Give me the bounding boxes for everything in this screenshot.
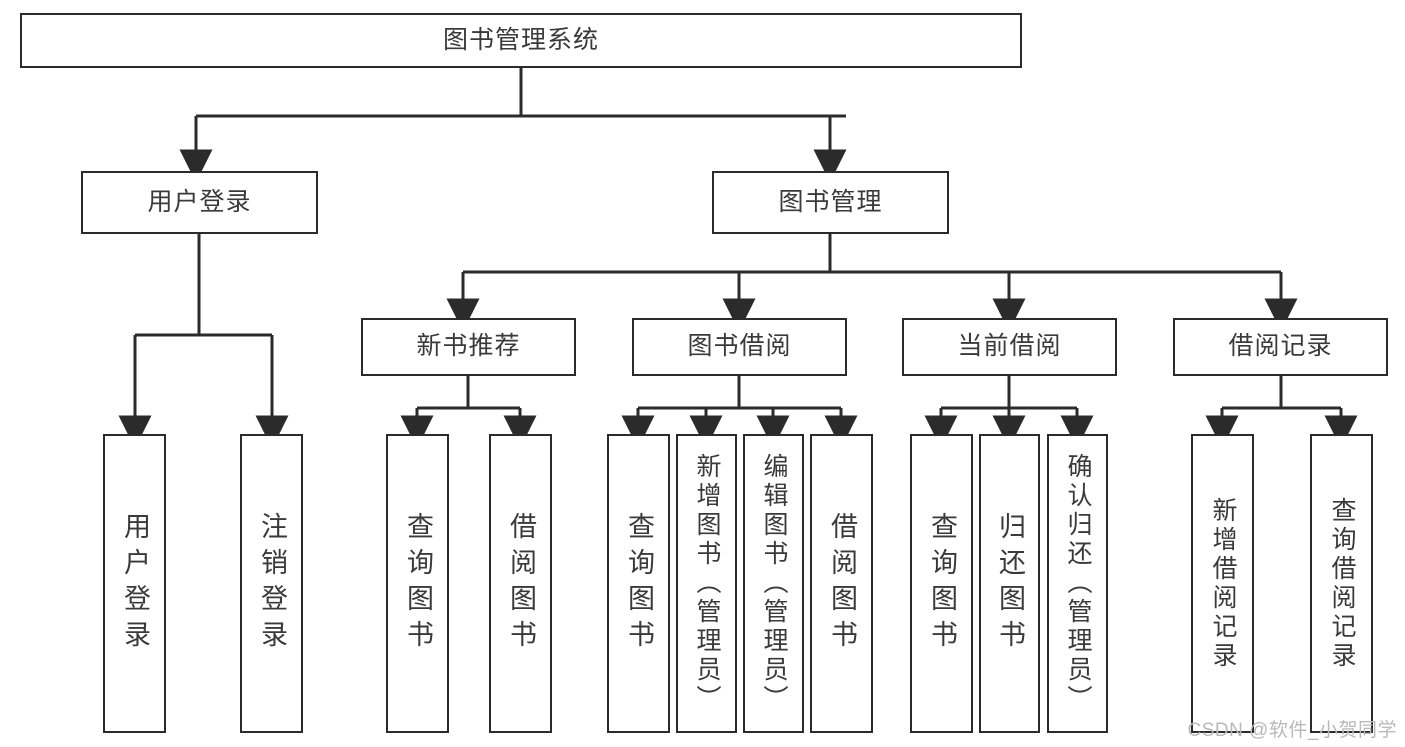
leaf-logout-label: 注销登录 bbox=[257, 511, 287, 656]
leaf-borrow-book-2-label: 借阅图书 bbox=[827, 511, 857, 656]
leaf-query-borrow-record-label: 查询借阅记录 bbox=[1328, 496, 1356, 671]
leaf-add-borrow-record[interactable]: 新增借阅记录 bbox=[1191, 434, 1254, 733]
node-current-borrow-label: 当前借阅 bbox=[957, 332, 1062, 361]
leaf-query-book-2[interactable]: 查询图书 bbox=[607, 434, 670, 733]
leaf-user-login-label: 用户登录 bbox=[120, 511, 150, 656]
leaf-query-book-3-label: 查询图书 bbox=[927, 511, 957, 656]
leaf-add-book-admin-label: 新增图书（管理员） bbox=[693, 453, 721, 714]
leaf-borrow-book-1[interactable]: 借阅图书 bbox=[489, 434, 552, 733]
leaf-confirm-return-admin[interactable]: 确认归还（管理员） bbox=[1047, 434, 1108, 733]
node-new-book-recommend[interactable]: 新书推荐 bbox=[361, 318, 576, 376]
csdn-watermark: CSDN @软件_小贺同学 bbox=[1187, 720, 1397, 741]
leaf-return-book[interactable]: 归还图书 bbox=[979, 434, 1040, 733]
leaf-query-book-3[interactable]: 查询图书 bbox=[910, 434, 973, 733]
node-borrow-record-label: 借阅记录 bbox=[1228, 332, 1333, 361]
leaf-edit-book-admin[interactable]: 编辑图书（管理员） bbox=[743, 434, 804, 733]
node-new-book-recommend-label: 新书推荐 bbox=[416, 332, 521, 361]
leaf-borrow-book-1-label: 借阅图书 bbox=[506, 511, 536, 656]
leaf-query-borrow-record[interactable]: 查询借阅记录 bbox=[1310, 434, 1373, 733]
leaf-user-login[interactable]: 用户登录 bbox=[103, 434, 166, 733]
node-current-borrow[interactable]: 当前借阅 bbox=[902, 318, 1117, 376]
leaf-borrow-book-2[interactable]: 借阅图书 bbox=[810, 434, 873, 733]
node-book-management[interactable]: 图书管理 bbox=[712, 171, 949, 234]
node-root-label: 图书管理系统 bbox=[442, 25, 599, 54]
node-user-login[interactable]: 用户登录 bbox=[81, 171, 318, 234]
leaf-add-borrow-record-label: 新增借阅记录 bbox=[1209, 496, 1237, 671]
node-root[interactable]: 图书管理系统 bbox=[20, 13, 1022, 68]
leaf-return-book-label: 归还图书 bbox=[995, 511, 1025, 656]
leaf-edit-book-admin-label: 编辑图书（管理员） bbox=[760, 453, 788, 714]
node-book-borrow-label: 图书借阅 bbox=[687, 332, 792, 361]
leaf-confirm-return-admin-label: 确认归还（管理员） bbox=[1064, 453, 1092, 714]
node-book-management-label: 图书管理 bbox=[778, 187, 883, 216]
leaf-query-book-1[interactable]: 查询图书 bbox=[386, 434, 449, 733]
leaf-query-book-1-label: 查询图书 bbox=[403, 511, 433, 656]
node-user-login-label: 用户登录 bbox=[147, 187, 252, 216]
leaf-logout[interactable]: 注销登录 bbox=[240, 434, 303, 733]
node-borrow-record[interactable]: 借阅记录 bbox=[1173, 318, 1388, 376]
leaf-add-book-admin[interactable]: 新增图书（管理员） bbox=[676, 434, 737, 733]
node-book-borrow[interactable]: 图书借阅 bbox=[632, 318, 847, 376]
leaf-query-book-2-label: 查询图书 bbox=[624, 511, 654, 656]
